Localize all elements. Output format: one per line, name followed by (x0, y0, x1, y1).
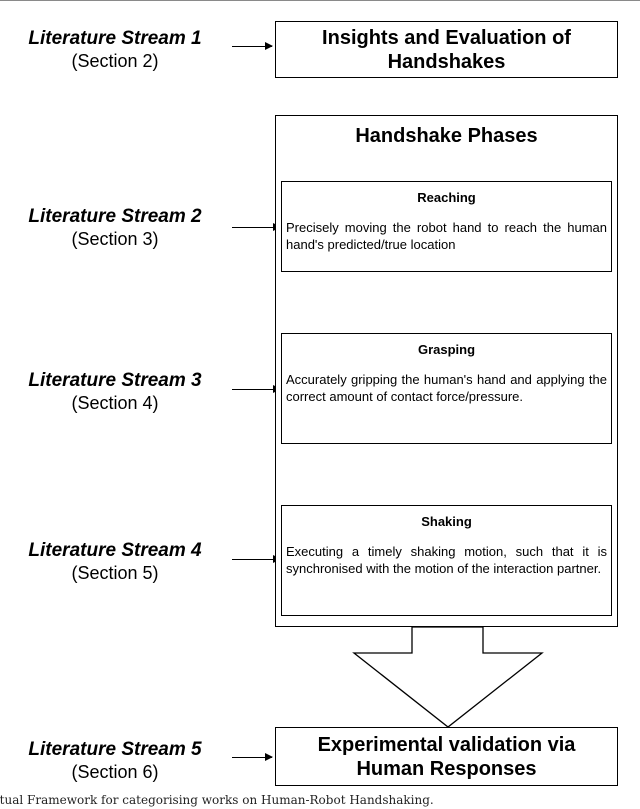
phase-description: Executing a timely shaking motion, such … (286, 544, 607, 576)
insights-box: Insights and Evaluation of Handshakes (275, 21, 618, 78)
phase-title: Shaking (421, 514, 472, 529)
stream-section: (Section 5) (71, 563, 159, 583)
phase-description: Precisely moving the robot hand to reach… (286, 220, 607, 252)
top-rule (0, 0, 640, 1)
stream-section: (Section 3) (71, 229, 159, 249)
phase-description: Accurately gripping the human's hand and… (286, 372, 607, 404)
literature-stream-4: Literature Stream 4 (Section 5) (0, 540, 230, 584)
validation-box: Experimental validation via Human Respon… (275, 727, 618, 786)
stream-name: Literature Stream 1 (28, 28, 202, 49)
literature-stream-3: Literature Stream 3 (Section 4) (0, 370, 230, 414)
handshake-phases-title: Handshake Phases (355, 125, 538, 147)
phase-title: Grasping (417, 342, 476, 357)
stream-name: Literature Stream 5 (28, 739, 202, 760)
literature-stream-1: Literature Stream 1 (Section 2) (0, 28, 230, 72)
insights-title: Insights and Evaluation of Handshakes (322, 26, 571, 73)
stream-section: (Section 6) (71, 762, 159, 782)
arrow-stream-5 (232, 753, 273, 761)
stream-name: Literature Stream 2 (28, 206, 202, 227)
stream-section: (Section 4) (71, 393, 159, 413)
phase-reaching: Reaching Precisely moving the robot hand… (281, 181, 612, 272)
arrow-stream-1 (232, 42, 273, 50)
literature-stream-2: Literature Stream 2 (Section 3) (0, 206, 230, 250)
stream-section: (Section 2) (71, 51, 159, 71)
phase-shaking: Shaking Executing a timely shaking motio… (281, 505, 612, 616)
phase-title: Reaching (417, 190, 476, 205)
figure-caption: ptual Framework for categorising works o… (0, 793, 434, 807)
stream-name: Literature Stream 3 (28, 370, 202, 391)
literature-stream-5: Literature Stream 5 (Section 6) (0, 739, 230, 783)
stream-name: Literature Stream 4 (28, 540, 202, 561)
validation-title: Experimental validation via Human Respon… (317, 733, 576, 780)
phase-grasping: Grasping Accurately gripping the human's… (281, 333, 612, 444)
